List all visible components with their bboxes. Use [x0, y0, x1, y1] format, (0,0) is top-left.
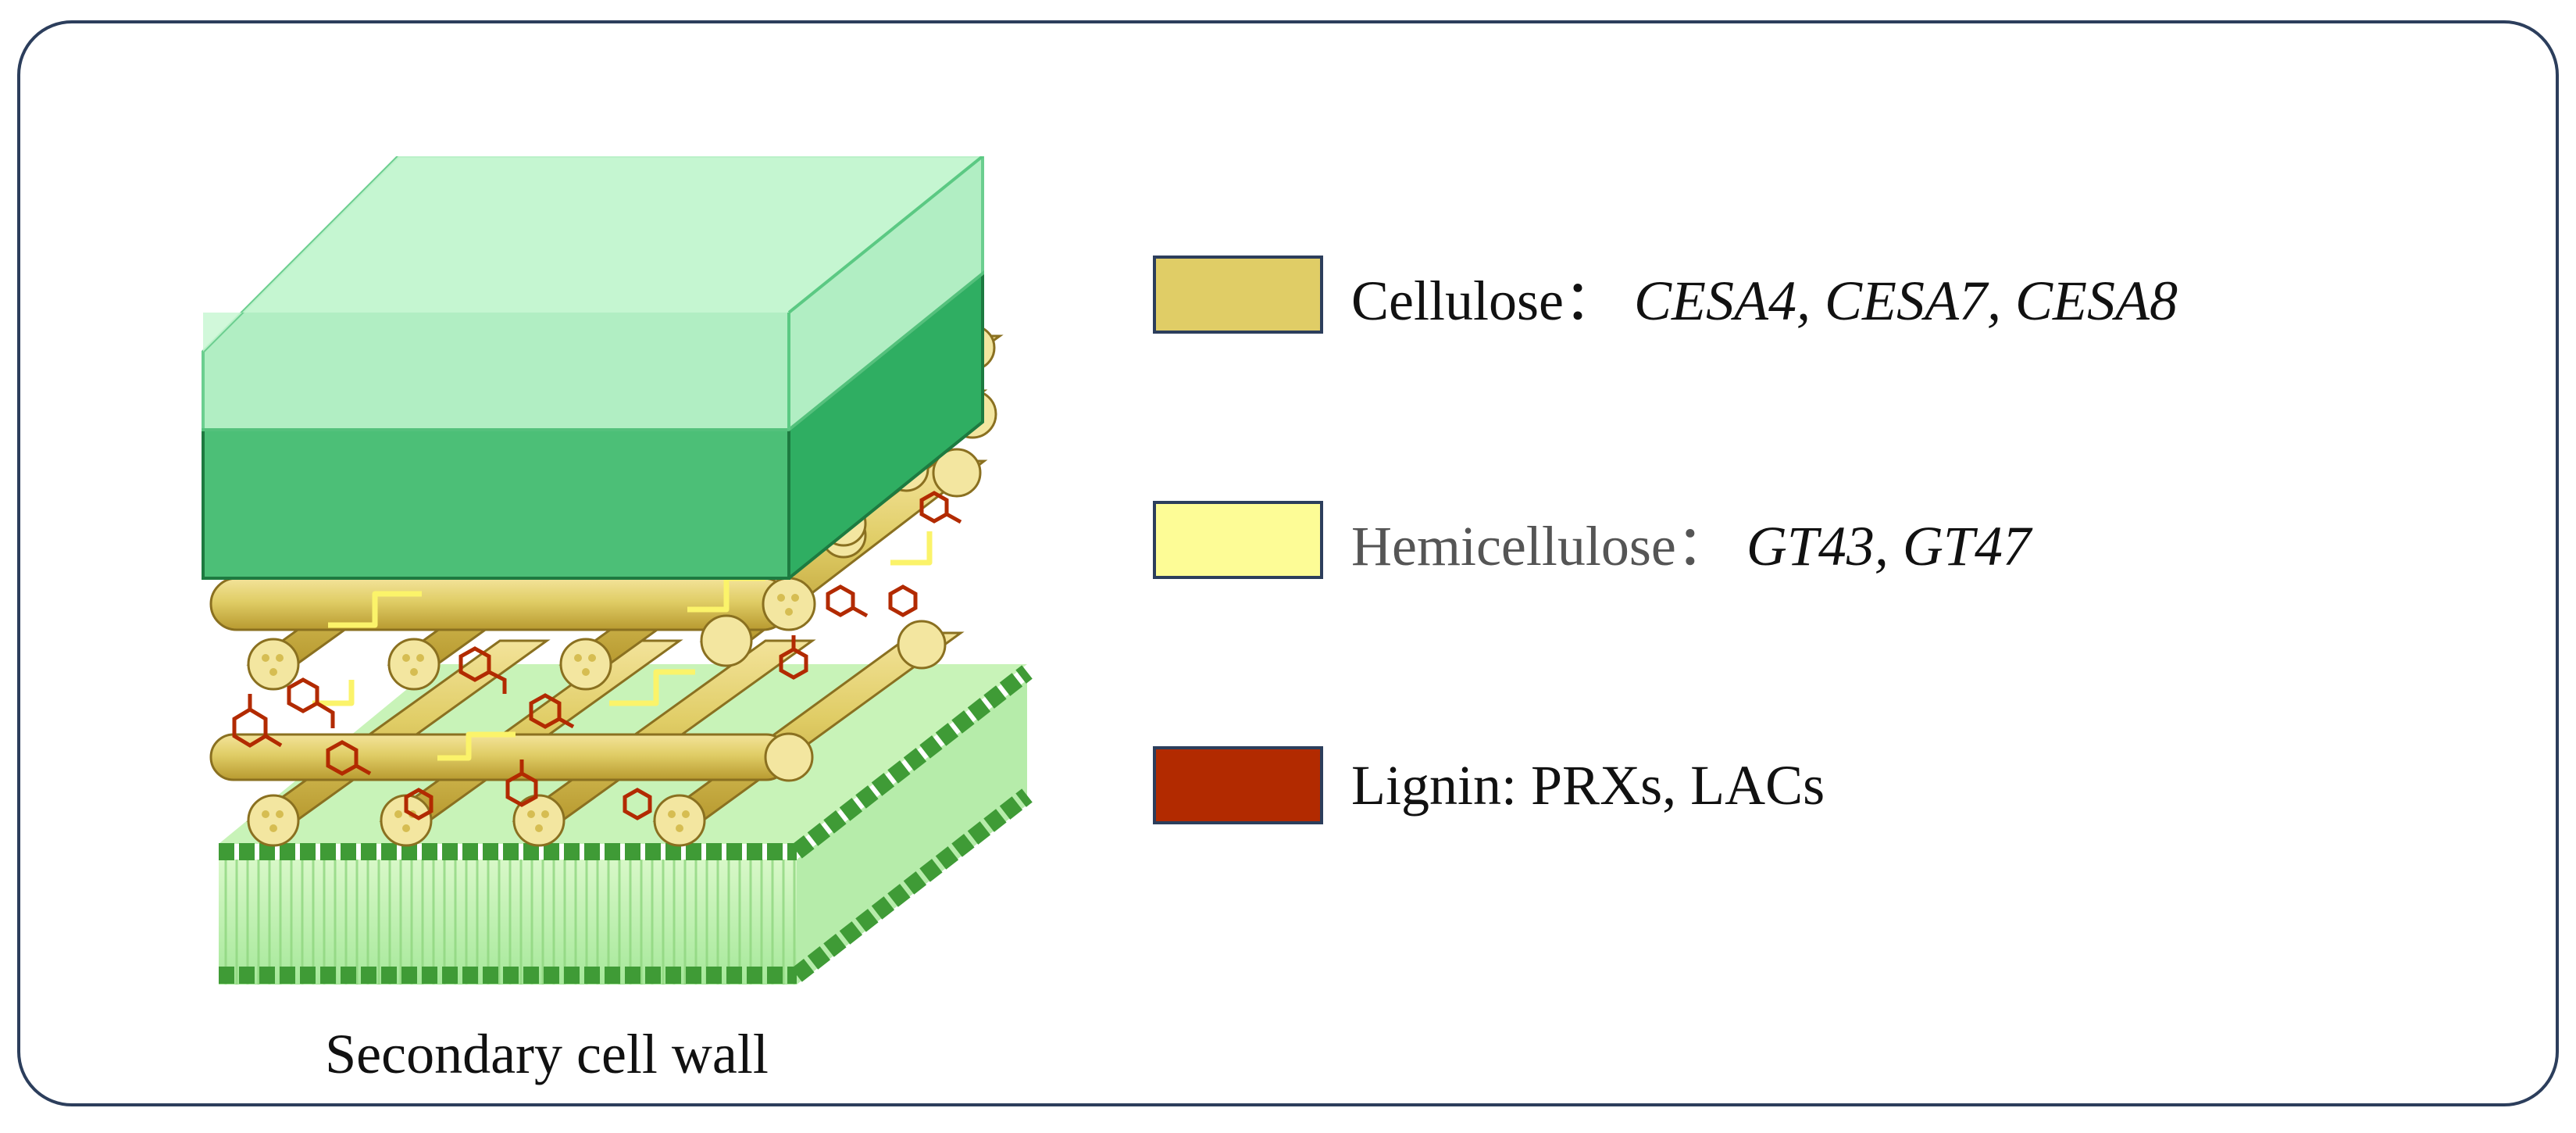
figure-caption: Secondary cell wall: [325, 1023, 769, 1085]
matrix-slab: [202, 156, 984, 580]
cellulose-swatch: [1153, 256, 1323, 334]
hemicellulose-separator: ：: [1675, 514, 1732, 577]
lignin-swatch: [1153, 746, 1323, 824]
legend-item-cellulose: Cellulose： CESA4, CESA7, CESA8: [1153, 252, 2178, 338]
cell-wall-illustration: [202, 156, 1033, 985]
cellulose-genes: CESA4, CESA7, CESA8: [1633, 269, 2178, 332]
hemicellulose-genes: GT43, GT47: [1746, 514, 2031, 577]
cellulose-name: Cellulose: [1351, 269, 1564, 332]
hemicellulose-label: Hemicellulose： GT43, GT47: [1351, 499, 2031, 581]
hemicellulose-name: Hemicellulose: [1351, 514, 1676, 577]
lignin-genes: PRXs, LACs: [1531, 753, 1825, 817]
cellulose-separator: ：: [1563, 269, 1620, 332]
hemicellulose-swatch: [1153, 501, 1323, 579]
legend-item-hemicellulose: Hemicellulose： GT43, GT47: [1153, 497, 2031, 583]
lignin-name: Lignin: [1351, 753, 1501, 817]
plasma-membrane: [219, 664, 1033, 985]
lignin-label: Lignin: PRXs, LACs: [1351, 753, 1825, 818]
lignin-separator: :: [1501, 753, 1518, 817]
legend-item-lignin: Lignin: PRXs, LACs: [1153, 742, 1825, 828]
cellulose-label: Cellulose： CESA4, CESA7, CESA8: [1351, 254, 2178, 336]
